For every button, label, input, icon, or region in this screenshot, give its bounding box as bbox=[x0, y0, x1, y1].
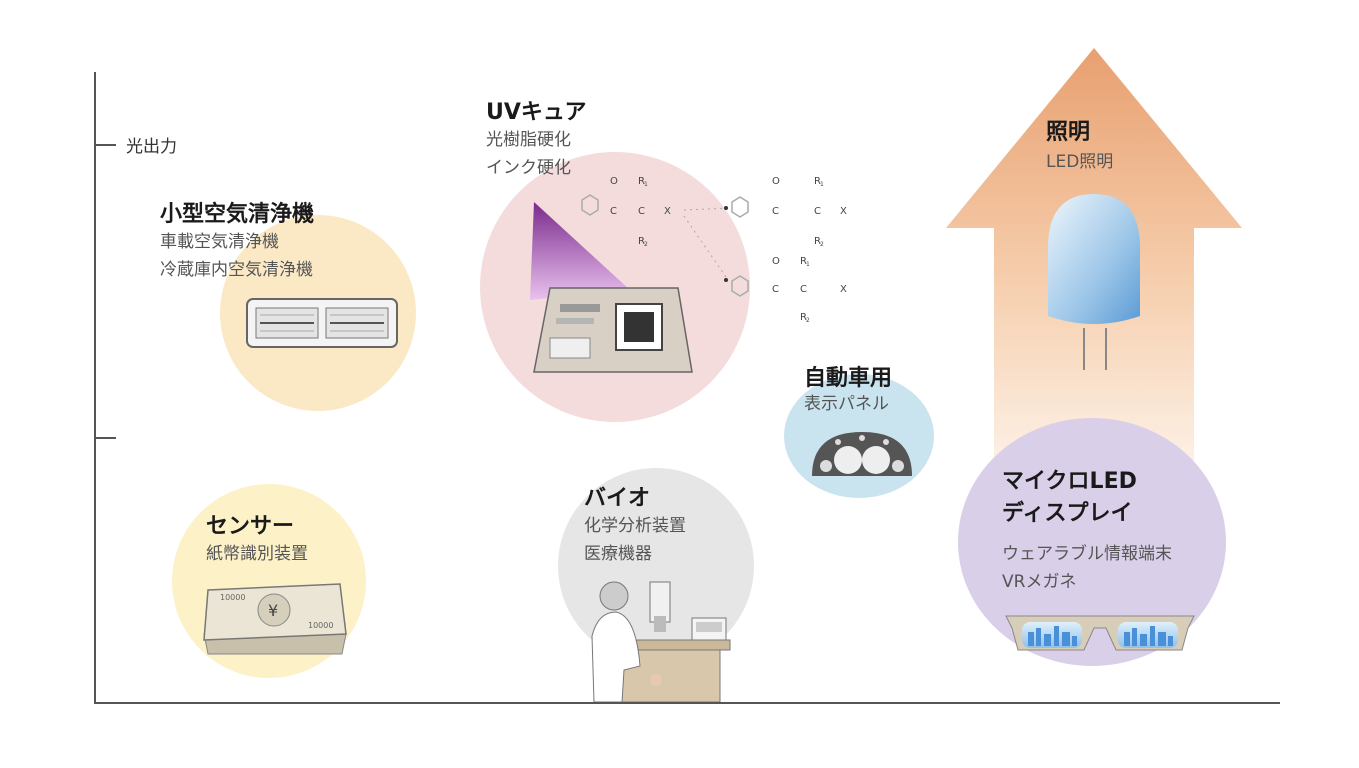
automotive-subtitle: 表示パネル bbox=[804, 394, 889, 414]
air-purifier-title: 小型空気清浄機 bbox=[160, 202, 315, 227]
dashboard-gauge-icon bbox=[812, 432, 912, 476]
svg-text:2: 2 bbox=[644, 241, 648, 248]
sensor-title: センサー bbox=[206, 514, 295, 539]
svg-text:C: C bbox=[772, 206, 779, 217]
lighting-subtitle: LED照明 bbox=[1046, 152, 1114, 172]
bio-title: バイオ bbox=[584, 486, 651, 511]
svg-text:1: 1 bbox=[644, 181, 648, 188]
micro-led-title-line: ディスプレイ bbox=[1002, 501, 1133, 526]
uv-cure-illustration bbox=[530, 202, 693, 373]
lighting-arrow bbox=[946, 48, 1242, 478]
svg-text:R: R bbox=[814, 236, 821, 247]
y-axis bbox=[94, 72, 96, 704]
x-axis bbox=[94, 702, 1280, 704]
svg-text:C: C bbox=[814, 206, 821, 217]
bio-detail: 化学分析装置 bbox=[584, 516, 686, 536]
micro-led-title: マイクロLED ディスプレイ bbox=[1002, 466, 1137, 530]
svg-text:R: R bbox=[638, 236, 645, 247]
micro-led-title-line: マイクロLED bbox=[1002, 469, 1137, 494]
svg-text:O: O bbox=[772, 256, 780, 267]
uv-light-beam bbox=[530, 202, 630, 300]
y-axis-tick-lower bbox=[96, 437, 116, 439]
y-axis-label: 光出力 bbox=[126, 137, 177, 157]
svg-text:C: C bbox=[610, 206, 617, 217]
svg-text:X: X bbox=[840, 206, 847, 217]
uv-cure-detail: インク硬化 bbox=[486, 158, 571, 178]
svg-text:R: R bbox=[814, 176, 821, 187]
svg-text:2: 2 bbox=[806, 317, 810, 324]
svg-text:1: 1 bbox=[806, 261, 810, 268]
micro-led-details: ウェアラブル情報端末 VRメガネ bbox=[1002, 540, 1172, 596]
banknote-value-label: 10000 bbox=[308, 621, 333, 630]
svg-text:C: C bbox=[800, 284, 807, 295]
svg-text:C: C bbox=[772, 284, 779, 295]
svg-text:X: X bbox=[840, 284, 847, 295]
svg-text:O: O bbox=[610, 176, 618, 187]
svg-text:R: R bbox=[638, 176, 645, 187]
air-purifier-detail: 冷蔵庫内空気清浄機 bbox=[160, 260, 313, 280]
micro-led-detail: VRメガネ bbox=[1002, 572, 1077, 592]
led-bulb-icon bbox=[1048, 194, 1140, 370]
svg-text:1: 1 bbox=[820, 181, 824, 188]
lighting-title: 照明 bbox=[1046, 120, 1091, 145]
air-purifier-icon bbox=[246, 298, 398, 348]
uv-cure-title: UVキュア bbox=[486, 100, 587, 125]
sensor-subtitle: 紙幣識別装置 bbox=[206, 544, 308, 564]
svg-text:R: R bbox=[800, 256, 807, 267]
svg-text:O: O bbox=[772, 176, 780, 187]
svg-text:C: C bbox=[638, 206, 645, 217]
air-purifier-details: 車載空気清浄機 冷蔵庫内空気清浄機 bbox=[160, 228, 313, 284]
automotive-title: 自動車用 bbox=[804, 366, 893, 391]
vr-glasses-icon bbox=[1005, 615, 1195, 651]
svg-text:R: R bbox=[800, 312, 807, 323]
y-axis-tick-upper bbox=[96, 144, 116, 146]
air-purifier-detail: 車載空気清浄機 bbox=[160, 232, 279, 252]
micro-led-detail: ウェアラブル情報端末 bbox=[1002, 544, 1172, 564]
svg-text:2: 2 bbox=[820, 241, 824, 248]
uv-cure-details: 光樹脂硬化 インク硬化 bbox=[486, 126, 571, 182]
bio-detail: 医療機器 bbox=[584, 544, 652, 564]
uv-cure-detail: 光樹脂硬化 bbox=[486, 130, 571, 150]
svg-text:X: X bbox=[664, 206, 671, 217]
banknote-stack-icon: ¥ 10000 10000 bbox=[203, 583, 347, 655]
lab-researcher-illustration bbox=[591, 581, 731, 702]
bio-details: 化学分析装置 医療機器 bbox=[584, 512, 686, 568]
yen-symbol: ¥ bbox=[268, 601, 278, 620]
banknote-value-label: 10000 bbox=[220, 593, 245, 602]
